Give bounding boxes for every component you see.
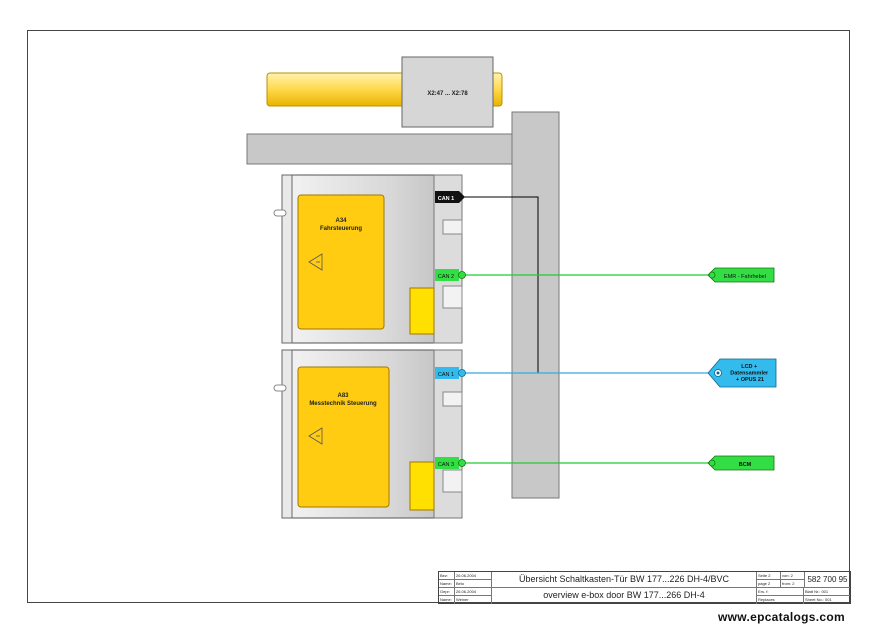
module-a34-id: A34 bbox=[335, 218, 347, 224]
tb-left-k0: Bez: bbox=[439, 572, 455, 580]
tb-left-v1: Belo bbox=[455, 580, 492, 588]
title-block: Bez: 26.06.2004 Name: Belo Gepr: 26.06.2… bbox=[438, 571, 851, 604]
tb-left-k3: Name: bbox=[439, 596, 455, 604]
module-a83: A83 Messtechnik Steuerung bbox=[273, 349, 463, 519]
tb-right-v3: Sheet No.: 001 bbox=[805, 597, 832, 602]
tb-right-v1: from: 2 bbox=[781, 580, 805, 588]
port-can3-label: CAN 3 bbox=[438, 462, 454, 468]
tb-title-de: Übersicht Schaltkasten-Tür BW 177...226 … bbox=[492, 572, 757, 588]
horizontal-rail bbox=[246, 133, 514, 165]
tb-right-k1: page 2 bbox=[757, 580, 781, 588]
connector-label: X2:47 ... X2:78 bbox=[427, 91, 468, 97]
tb-left-v0: 26.06.2004 bbox=[455, 572, 492, 580]
module-a34-name: Fahrsteuerung bbox=[320, 226, 362, 232]
port-can3-a83: CAN 3 bbox=[435, 457, 466, 469]
tb-title-en: overview e-box door BW 177...266 DH-4 bbox=[492, 588, 757, 604]
target-emr: EMR - Fahrhebel bbox=[707, 267, 775, 283]
target-lcd-label: LCD + Datensammler + OPUS 21 bbox=[730, 364, 769, 383]
target-bcm: BCM bbox=[707, 455, 775, 471]
port-can1-a83: CAN 1 bbox=[435, 367, 466, 379]
tb-left-v3: Weiner bbox=[455, 596, 492, 604]
port-can1-a83-label: CAN 1 bbox=[438, 372, 454, 378]
vertical-rail bbox=[511, 111, 560, 499]
module-a83-name: Messtechnik Steuerung bbox=[309, 401, 377, 407]
tb-right-v0: von: 2 bbox=[781, 572, 805, 580]
tb-right-k2: Ers. f: bbox=[757, 588, 804, 596]
target-emr-label: EMR - Fahrhebel bbox=[724, 274, 766, 280]
tb-left-k2: Gepr: bbox=[439, 588, 455, 596]
port-can1-a34-label: CAN 1 bbox=[438, 196, 455, 202]
watermark: www.epcatalogs.com bbox=[718, 610, 845, 624]
tb-doc-number: 582 700 95 bbox=[805, 572, 850, 588]
target-lcd: LCD + Datensammler + OPUS 21 bbox=[707, 358, 777, 388]
tb-right-k0: Seite 2 bbox=[757, 572, 781, 580]
tb-left-v2: 26.06.2004 bbox=[455, 588, 492, 596]
module-a83-id: A83 bbox=[337, 393, 349, 399]
connector-box bbox=[401, 56, 494, 128]
port-can2-a34: CAN 2 bbox=[435, 269, 466, 281]
port-can2-label: CAN 2 bbox=[438, 274, 454, 280]
module-a34: A34 Fahrsteuerung bbox=[273, 174, 463, 344]
tb-right-k3: Replaces bbox=[757, 596, 804, 604]
tb-right-v2: Blatt Nr.: 001 bbox=[804, 588, 850, 596]
tb-left-k1: Name: bbox=[439, 580, 455, 588]
port-can1-a34: CAN 1 bbox=[435, 191, 465, 203]
target-bcm-label: BCM bbox=[739, 462, 752, 468]
